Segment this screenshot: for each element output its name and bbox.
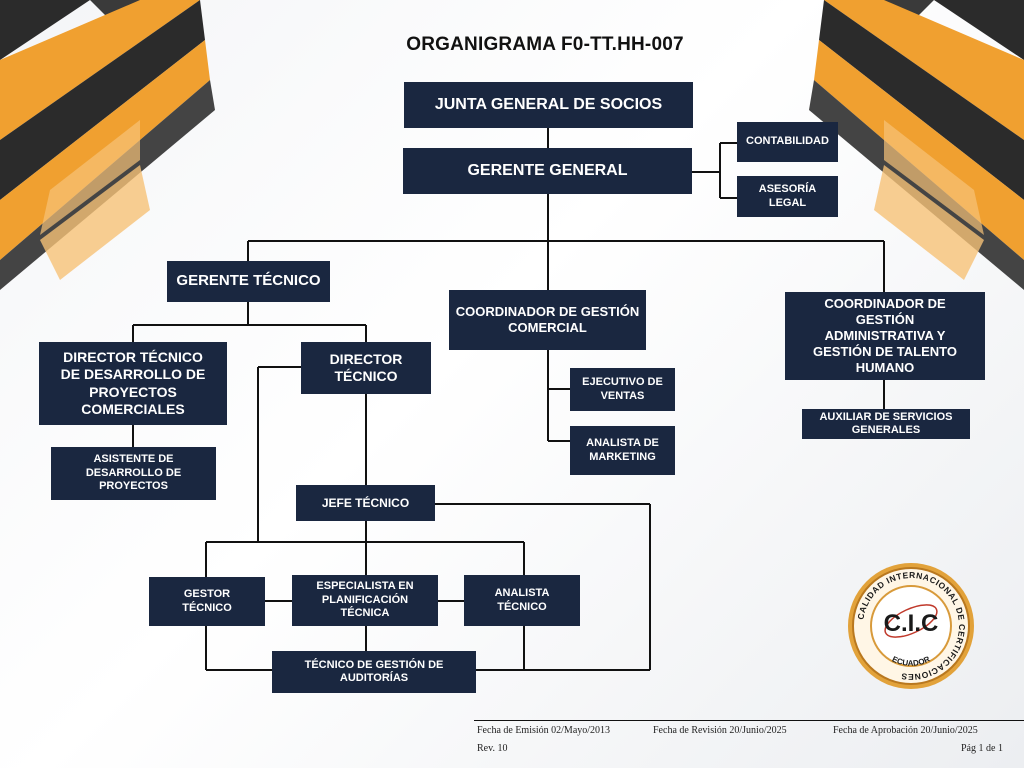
footer-fecha-revision: Fecha de Revisión 20/Junio/2025 bbox=[653, 725, 787, 736]
node-gerente-general: GERENTE GENERAL bbox=[403, 148, 692, 194]
node-director-tecnico: DIRECTOR TÉCNICO bbox=[301, 342, 431, 394]
seal-bottom-text: ECUADOR bbox=[891, 654, 932, 667]
node-contabilidad: CONTABILIDAD bbox=[737, 122, 838, 162]
seal-center-text: C.I.C bbox=[884, 610, 939, 637]
node-asistente-desarrollo: ASISTENTE DE DESARROLLO DE PROYECTOS bbox=[51, 447, 216, 500]
footer-fecha-aprobacion: Fecha de Aprobación 20/Junio/2025 bbox=[833, 725, 978, 736]
node-junta-general: JUNTA GENERAL DE SOCIOS bbox=[404, 82, 693, 128]
cic-seal-logo: CALIDAD INTERNACIONAL DE CERTIFICACIONES… bbox=[848, 563, 974, 689]
node-auxiliar-servicios: AUXILIAR DE SERVICIOS GENERALES bbox=[802, 409, 970, 439]
node-ejecutivo-ventas: EJECUTIVO DE VENTAS bbox=[570, 368, 675, 411]
node-analista-marketing: ANALISTA DE MARKETING bbox=[570, 426, 675, 475]
node-asesoria-legal: ASESORÍA LEGAL bbox=[737, 176, 838, 217]
footer-page-number: Pág 1 de 1 bbox=[961, 743, 1003, 754]
footer-divider bbox=[474, 720, 1024, 721]
node-jefe-tecnico: JEFE TÉCNICO bbox=[296, 485, 435, 521]
svg-text:ECUADOR: ECUADOR bbox=[891, 654, 932, 667]
footer-revision-number: Rev. 10 bbox=[477, 743, 508, 754]
node-coordinador-comercial: COORDINADOR DE GESTIÓN COMERCIAL bbox=[449, 290, 646, 350]
node-director-desarrollo: DIRECTOR TÉCNICO DE DESARROLLO DE PROYEC… bbox=[39, 342, 227, 425]
page-title: ORGANIGRAMA F0-TT.HH-007 bbox=[406, 34, 684, 55]
node-coordinador-administrativa: COORDINADOR DE GESTIÓN ADMINISTRATIVA Y … bbox=[785, 292, 985, 380]
node-especialista-planificacion: ESPECIALISTA EN PLANIFICACIÓN TÉCNICA bbox=[292, 575, 438, 626]
node-analista-tecnico: ANALISTA TÉCNICO bbox=[464, 575, 580, 626]
node-gestor-tecnico: GESTOR TÉCNICO bbox=[149, 577, 265, 626]
node-tecnico-auditorias: TÉCNICO DE GESTIÓN DE AUDITORÍAS bbox=[272, 651, 476, 693]
node-gerente-tecnico: GERENTE TÉCNICO bbox=[167, 261, 330, 302]
footer-fecha-emision: Fecha de Emisión 02/Mayo/2013 bbox=[477, 725, 611, 736]
